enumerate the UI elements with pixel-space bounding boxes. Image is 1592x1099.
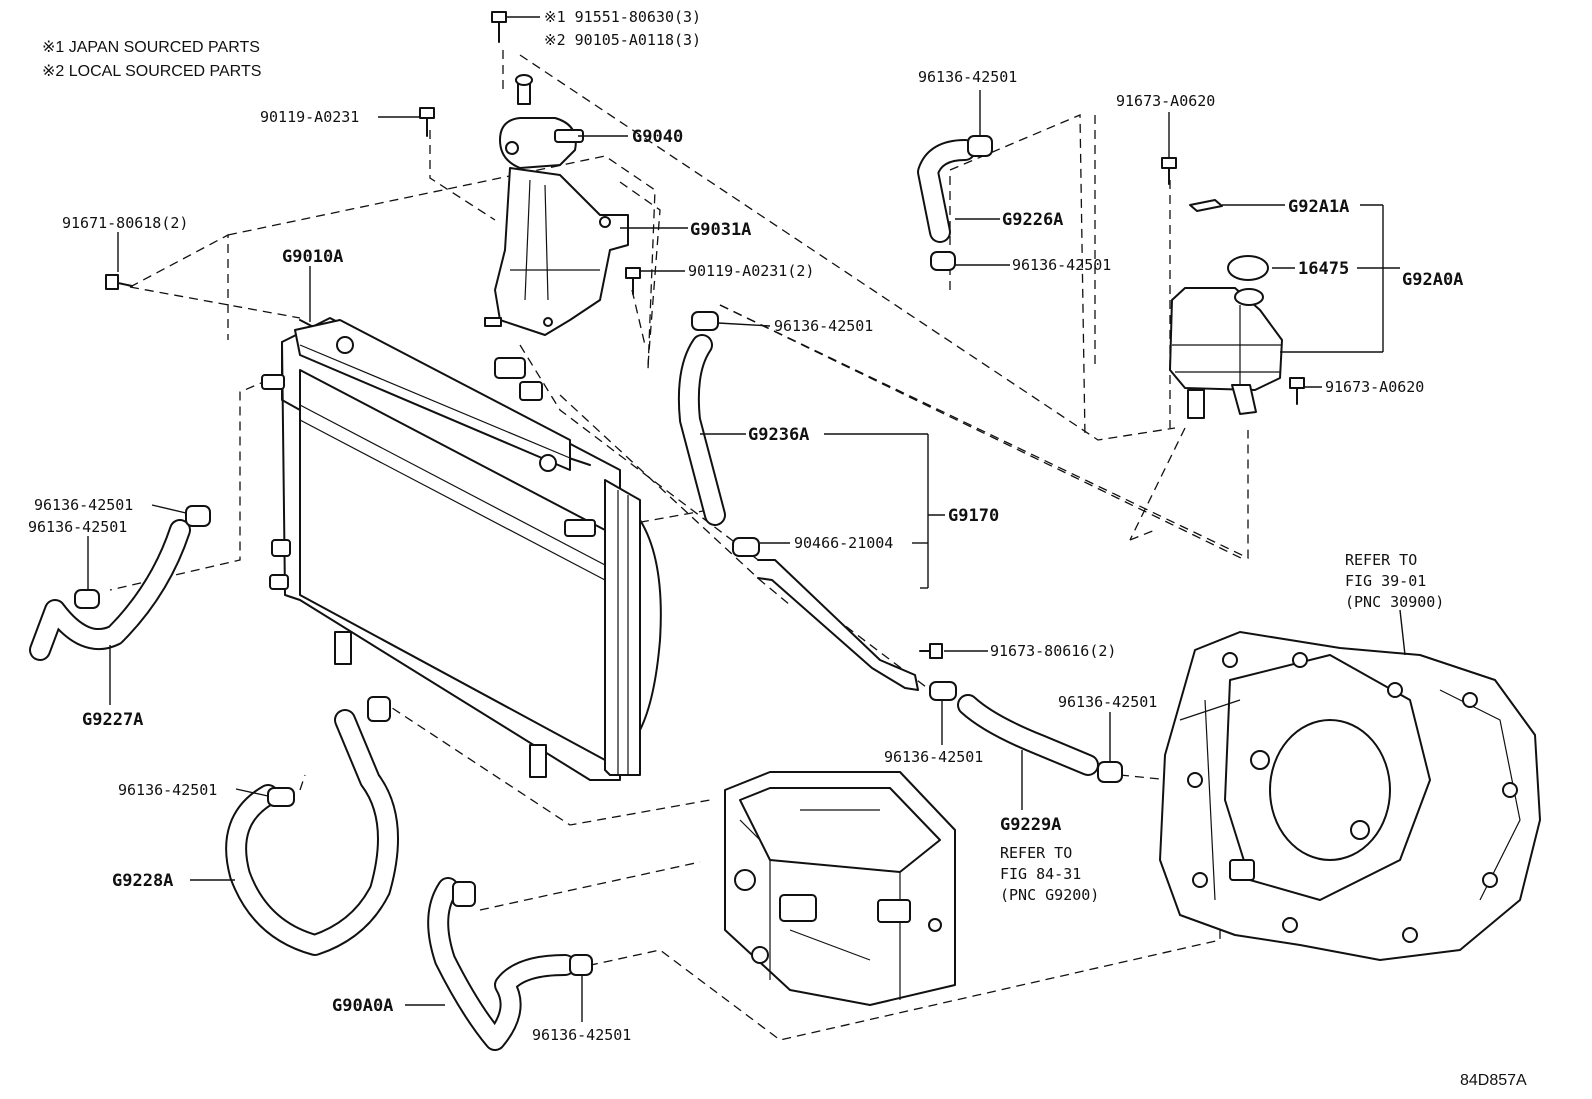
reservoir-tank [1169,199,1283,419]
water-pump [499,74,584,169]
label-refer-39-line2: FIG 39-01 [1345,572,1426,590]
inverter-assembly [724,771,956,1006]
label-g9226a: G9226A [1002,210,1063,230]
label-refer-39-line1: REFER TO [1345,551,1417,569]
label-bolt-91673-right: 91673-A0620 [1325,378,1424,396]
label-refer-39-line3: (PNC 30900) [1345,593,1444,611]
label-g9227a: G9227A [82,710,143,730]
label-clamp-left-1: 96136-42501 [34,496,133,514]
label-clip-90466: 90466-21004 [794,534,893,552]
label-cap-16475: 16475 [1298,259,1349,279]
label-clamp-right: 96136-42501 [1058,693,1157,711]
pump-bracket [484,167,629,336]
hose-g90a0a [427,877,576,1051]
hose-g9228a [225,709,399,956]
label-bolt-90119-b: 90119-A0231(2) [688,262,814,280]
label-g9170: G9170 [948,506,999,526]
label-clamp-bottom: 96136-42501 [532,1026,631,1044]
part-labels: ※1 91551-80630(3) ※2 90105-A0118(3) 9011… [28,8,1527,1089]
note-local-sourced: ※2 LOCAL SOURCED PARTS [42,63,261,80]
hose-g9226a [917,139,976,243]
label-g92a0a: G92A0A [1402,270,1463,290]
label-screw-91671: 91671-80618(2) [62,214,188,232]
label-bolt-91673-80616: 91673-80616(2) [990,642,1116,660]
pipe-g9170 [757,559,919,691]
label-g9040: G9040 [632,127,683,147]
hose-g9229a [957,694,1099,776]
label-refer-84-line2: FIG 84-31 [1000,865,1081,883]
label-clamp-mid-2: 96136-42501 [884,748,983,766]
label-bolt-90119-a: 90119-A0231 [260,108,359,126]
label-g9236a: G9236A [748,425,809,445]
label-g90a0a: G90A0A [332,996,393,1016]
label-bolt-local: ※2 90105-A0118(3) [544,31,701,49]
bolts [105,11,1305,659]
figure-id: 84D857A [1460,1072,1527,1089]
label-clamp-mid-1: 96136-42501 [774,317,873,335]
hose-g9227a [29,519,191,661]
hose-clamps [74,135,1123,976]
label-g9031a: G9031A [690,220,751,240]
hose-g9236a [677,334,726,526]
label-g9229a: G9229A [1000,815,1061,835]
note-japan-sourced: ※1 JAPAN SOURCED PARTS [42,39,260,56]
radiator [261,317,662,781]
label-clamp-top-1: 96136-42501 [918,68,1017,86]
label-clamp-lower-left: 96136-42501 [118,781,217,799]
label-refer-84-line1: REFER TO [1000,844,1072,862]
transaxle-assembly [1159,631,1541,961]
label-g9228a: G9228A [112,871,173,891]
label-clamp-top-2: 96136-42501 [1012,256,1111,274]
label-bolt-91673-top: 91673-A0620 [1116,92,1215,110]
reservoir-cap [1227,255,1269,281]
leader-lines [87,16,1406,1022]
reservoir-label-plate [1189,199,1223,212]
label-refer-84-line3: (PNC G9200) [1000,886,1099,904]
label-clamp-left-2: 96136-42501 [28,518,127,536]
label-bolt-japan: ※1 91551-80630(3) [544,8,701,26]
label-g92a1a: G92A1A [1288,197,1349,217]
label-g9010a: G9010A [282,247,343,267]
